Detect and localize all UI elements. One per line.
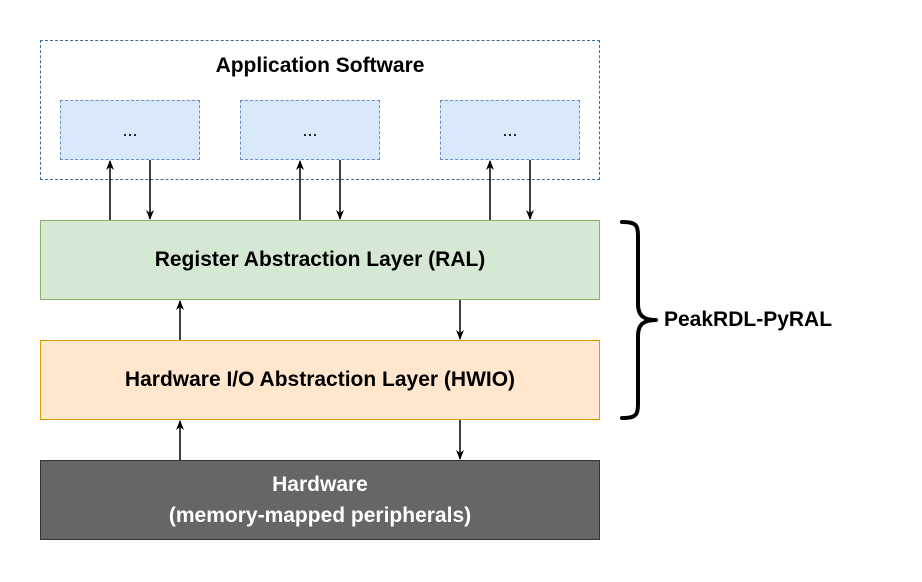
- peakrdl-pyral-label: PeakRDL-PyRAL: [664, 308, 833, 331]
- hardware-subtitle: (memory-mapped peripherals): [168, 504, 472, 527]
- hardware-layer: Hardware (memory-mapped peripherals): [40, 460, 600, 540]
- application-software-container: [40, 40, 600, 180]
- application-software-title: Application Software: [215, 54, 425, 77]
- app-module-1: ...: [60, 100, 200, 160]
- app-module-3: ...: [440, 100, 580, 160]
- hardware-title: Hardware: [272, 473, 368, 496]
- app-module-2: ...: [240, 100, 380, 160]
- hwio-layer: Hardware I/O Abstraction Layer (HWIO): [40, 340, 600, 420]
- curly-brace: [620, 220, 658, 420]
- ral-layer: Register Abstraction Layer (RAL): [40, 220, 600, 300]
